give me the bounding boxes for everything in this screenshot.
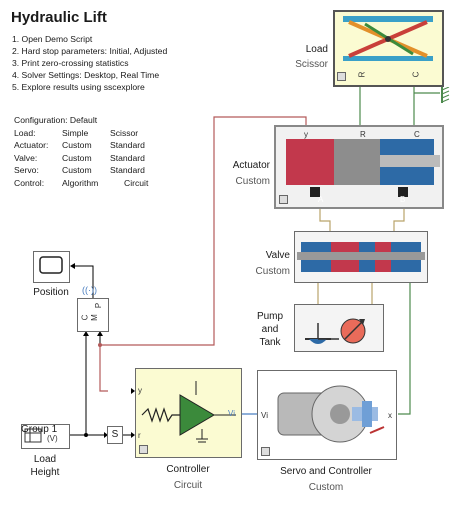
actuator-label: Actuator <box>232 160 270 171</box>
port-c[interactable]: C <box>411 71 421 78</box>
valve-variant-label: Custom <box>255 266 290 277</box>
pump-label-line-2: and <box>261 324 279 335</box>
config-option-2[interactable]: Scissor <box>110 127 139 138</box>
pump-icon <box>305 318 366 344</box>
amplifier-circuit-icon <box>141 381 236 443</box>
configuration-panel[interactable]: Configuration: Default Load: Simple Scis… <box>14 114 184 189</box>
port-vi[interactable]: Vi <box>261 411 268 420</box>
config-option-2[interactable]: Circuit <box>124 177 149 188</box>
load-height-source-block[interactable]: (V) <box>21 424 70 449</box>
port-vi[interactable]: Vi <box>228 409 235 418</box>
ground-icon <box>441 87 450 103</box>
servo-variant-label: Custom <box>308 482 344 493</box>
port-y[interactable]: y <box>138 386 142 395</box>
step-print-zero-crossing[interactable]: 3. Print zero-crossing statistics <box>12 58 129 68</box>
config-name: Actuator: <box>14 140 49 150</box>
config-option-2[interactable]: Standard <box>110 165 145 175</box>
port-r[interactable]: R <box>360 130 366 139</box>
load-variant-label: Scissor <box>295 59 328 70</box>
pump-label-line-1: Pump <box>256 311 284 322</box>
scope-icon <box>39 256 63 274</box>
port-b[interactable]: B <box>400 195 406 204</box>
port-p[interactable]: P <box>94 302 104 309</box>
load-scissor-block[interactable]: R C <box>333 10 444 87</box>
model-title: Hydraulic Lift <box>11 9 107 26</box>
controller-label: Controller <box>166 464 210 475</box>
valve-block[interactable] <box>294 231 428 283</box>
config-option-1[interactable]: Simple <box>62 127 89 138</box>
config-option-1[interactable]: Custom <box>62 152 92 163</box>
valve-label: Valve <box>265 250 290 261</box>
wire-actuator-a[interactable] <box>319 208 331 231</box>
config-option-1[interactable]: Custom <box>62 165 92 175</box>
signal-units: (V) <box>47 434 58 443</box>
port-y[interactable]: y <box>304 130 308 139</box>
s-label: S <box>111 429 119 440</box>
port-r[interactable]: R <box>357 71 367 78</box>
controller-variant-label: Circuit <box>173 480 203 491</box>
signal-builder-icon <box>24 428 42 443</box>
config-row-valve[interactable]: Valve: Custom Standard <box>14 152 184 165</box>
wire-actuator-y[interactable] <box>99 116 307 392</box>
wireless-signal-icon: ((·)) <box>82 285 97 295</box>
controller-block[interactable]: y r Vi <box>135 368 242 458</box>
wire-mux-position[interactable] <box>72 265 94 299</box>
step-hard-stop-parameters[interactable]: 2. Hard stop parameters: Initial, Adjust… <box>12 46 168 56</box>
pump-tank-label: Pump and Tank <box>250 310 290 349</box>
servo-controller-label: Servo and Controller <box>280 466 372 477</box>
servo-motor-icon <box>277 385 385 443</box>
position-label: Position <box>33 287 69 298</box>
port-c[interactable]: C <box>80 314 90 321</box>
valve-spool-icon <box>297 242 425 272</box>
load-label: Load <box>305 44 328 55</box>
position-scope-block[interactable] <box>33 251 70 283</box>
hydraulic-cylinder-icon <box>286 139 440 197</box>
config-row-servo[interactable]: Servo: Custom Standard <box>14 164 184 177</box>
step-open-demo-script[interactable]: 1. Open Demo Script <box>12 34 93 44</box>
wire-servo-x[interactable] <box>398 283 411 415</box>
config-name: Control: <box>14 177 45 188</box>
port-x[interactable]: x <box>388 411 392 420</box>
load-height-line-1: Load <box>33 454 57 465</box>
load-height-line-2: Height <box>30 467 60 478</box>
demo-steps-list: 1. Open Demo Script 2. Hard stop paramet… <box>12 33 167 93</box>
pump-label-line-3: Tank <box>259 337 281 348</box>
port-a[interactable]: A <box>318 195 324 204</box>
step-solver-settings[interactable]: 4. Solver Settings: Desktop, Real Time <box>12 70 160 80</box>
pump-tank-block[interactable] <box>294 304 384 352</box>
load-height-label: Load Height <box>20 453 70 479</box>
port-c[interactable]: C <box>414 130 420 139</box>
config-option-2[interactable]: Standard <box>110 140 145 150</box>
config-row-control[interactable]: Control: Algorithm Circuit <box>14 177 184 190</box>
configuration-heading: Configuration: Default <box>14 115 98 125</box>
config-row-load[interactable]: Load: Simple Scissor <box>14 127 184 140</box>
s-subsystem-block[interactable]: S <box>107 426 123 444</box>
actuator-variant-label: Custom <box>235 176 270 187</box>
config-row-actuator[interactable]: Actuator: Custom Standard <box>14 139 184 152</box>
config-name: Servo: <box>14 165 39 175</box>
port-m[interactable]: M <box>89 314 99 321</box>
servo-controller-block[interactable]: Vi x <box>257 370 397 460</box>
wire-actuator-b[interactable] <box>393 208 405 231</box>
scissor-lift-icon <box>343 16 433 61</box>
config-name: Load: <box>14 127 36 138</box>
actuator-block[interactable]: y R C A B <box>274 125 444 209</box>
config-option-1[interactable]: Algorithm <box>62 177 99 188</box>
port-r[interactable]: r <box>138 431 141 440</box>
mux-block[interactable]: C M P <box>77 298 109 332</box>
config-option-1[interactable]: Custom <box>62 140 92 150</box>
step-explore-results[interactable]: 5. Explore results using sscexplore <box>12 82 145 92</box>
config-option-2[interactable]: Standard <box>110 152 145 163</box>
group-overlay-label: Group 1 <box>21 424 58 435</box>
config-name: Valve: <box>14 152 38 163</box>
